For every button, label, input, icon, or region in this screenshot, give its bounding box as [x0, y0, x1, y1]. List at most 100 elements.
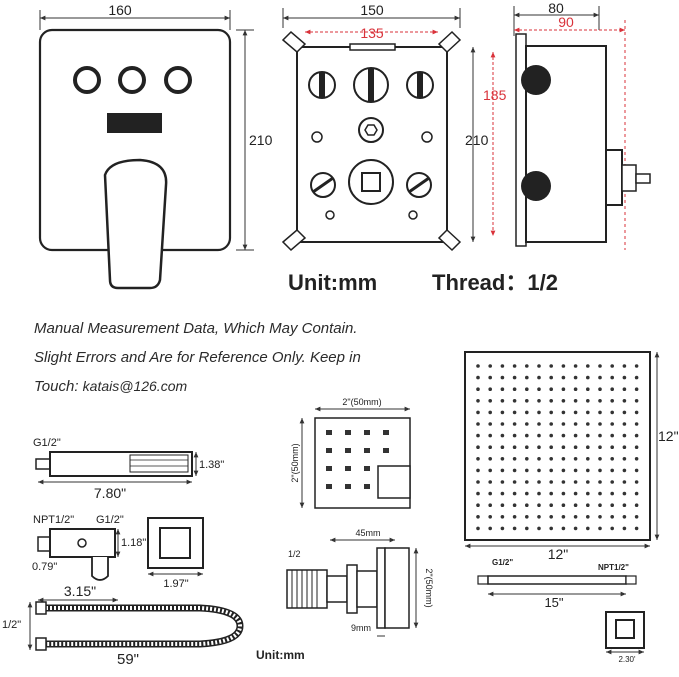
rain-nozzle [634, 387, 639, 392]
arm-g-label: G1/2" [492, 558, 513, 567]
rain-nozzle [488, 433, 493, 438]
rain-nozzle [525, 375, 529, 380]
handheld-thread-label: G1/2" [33, 437, 61, 449]
rain-nozzle [488, 410, 493, 415]
rain-nozzle [549, 445, 553, 450]
rain-nozzle [512, 468, 517, 473]
rain-nozzle [476, 457, 480, 461]
rain-nozzle [525, 433, 529, 438]
rain-nozzle [610, 387, 614, 392]
rain-nozzle [622, 503, 627, 508]
rain-nozzle [500, 364, 505, 368]
body-jet: 2"(50mm) 2"(50mm) 45mm 1/2 2"(50mm) 9mm … [256, 397, 434, 662]
note-line-3: Touch: katais@126.com [34, 378, 187, 395]
rain-nozzle [598, 433, 602, 438]
jet-nozzle [364, 448, 370, 453]
rain-nozzle [573, 433, 578, 438]
rain-nozzle [537, 503, 541, 508]
rain-nozzle [598, 422, 602, 426]
rain-nozzle [622, 457, 627, 461]
handheld-length-label: 7.80" [94, 485, 126, 501]
rain-nozzle [537, 468, 541, 473]
rain-width-label: 12" [548, 546, 569, 562]
rain-height-label: 12" [658, 428, 679, 444]
note-line-2: Slight Errors and Are for Reference Only… [34, 349, 361, 366]
rain-nozzle [634, 422, 639, 426]
rain-shower-head: 12" 12" G1/2" NPT1/2" 15" 2.30' [464, 351, 679, 664]
rain-nozzle [537, 387, 541, 392]
handheld-head-height-label: 1.38" [199, 459, 224, 471]
rain-nozzle [573, 503, 578, 508]
rain-nozzle [549, 364, 553, 368]
rain-nozzle [549, 457, 553, 461]
rain-nozzle [549, 526, 553, 531]
holder-g-label: G1/2" [96, 514, 124, 526]
side-port-lower-icon [521, 171, 551, 201]
arm-length-label: 15" [544, 595, 563, 610]
rain-nozzle [573, 445, 578, 450]
rain-nozzle [573, 526, 578, 531]
rain-nozzle [622, 491, 627, 496]
rain-nozzle [561, 364, 566, 368]
rain-nozzle [573, 515, 578, 519]
rain-nozzle [561, 445, 566, 450]
rain-nozzle [586, 491, 590, 496]
rain-nozzle [586, 515, 590, 519]
jet-nozzle [364, 484, 370, 489]
rain-nozzle [512, 375, 517, 380]
jet-nozzle [345, 448, 351, 453]
units-caption: Unit:mm [288, 270, 377, 295]
rain-nozzle [573, 491, 578, 496]
rain-nozzle [512, 526, 517, 531]
rain-nozzle [500, 445, 505, 450]
rain-nozzle [476, 433, 480, 438]
rain-nozzle [622, 526, 627, 531]
rain-nozzle [537, 457, 541, 461]
rain-nozzle [610, 526, 614, 531]
rain-nozzle [561, 387, 566, 392]
rain-nozzle [488, 387, 493, 392]
button-3-icon [164, 66, 192, 94]
rain-nozzle [476, 468, 480, 473]
rain-nozzle [622, 433, 627, 438]
rain-nozzle [598, 445, 602, 450]
rain-nozzle [634, 445, 639, 450]
rain-nozzle [537, 445, 541, 450]
rain-nozzle [586, 364, 590, 368]
rain-nozzle [598, 457, 602, 461]
jet-width-label: 2"(50mm) [342, 397, 381, 407]
rain-nozzle [488, 422, 493, 426]
rain-nozzle [561, 515, 566, 519]
rain-nozzle [610, 503, 614, 508]
rain-nozzle [512, 480, 517, 484]
jet-nozzle [345, 430, 351, 435]
center-nut-icon [358, 117, 384, 143]
rain-nozzle [488, 468, 493, 473]
holder-length-label: 3.15" [64, 583, 96, 599]
rain-nozzle [476, 515, 480, 519]
rain-nozzle [598, 399, 602, 403]
rain-nozzle [598, 468, 602, 473]
rain-nozzle [476, 387, 480, 392]
rain-nozzle [610, 457, 614, 461]
rain-nozzle [525, 364, 529, 368]
rain-nozzle [537, 399, 541, 403]
rain-nozzle [573, 410, 578, 415]
rain-nozzle [488, 503, 493, 508]
rain-nozzle [488, 515, 493, 519]
rain-nozzle [512, 445, 517, 450]
rain-nozzle [549, 422, 553, 426]
rain-nozzle [500, 387, 505, 392]
rain-nozzle [525, 422, 529, 426]
side-view: 80 90 [513, 0, 651, 250]
valve-box: 150 135 210 185 [281, 2, 507, 252]
arm-npt-label: NPT1/2" [598, 563, 629, 572]
rain-nozzle [476, 399, 480, 403]
rain-nozzle [598, 410, 602, 415]
rain-nozzle [586, 387, 590, 392]
rain-nozzle [573, 364, 578, 368]
rain-nozzle [610, 364, 614, 368]
holder-height-label: 1.18" [121, 537, 146, 549]
jet-nozzle [326, 430, 332, 435]
rain-nozzle [610, 468, 614, 473]
